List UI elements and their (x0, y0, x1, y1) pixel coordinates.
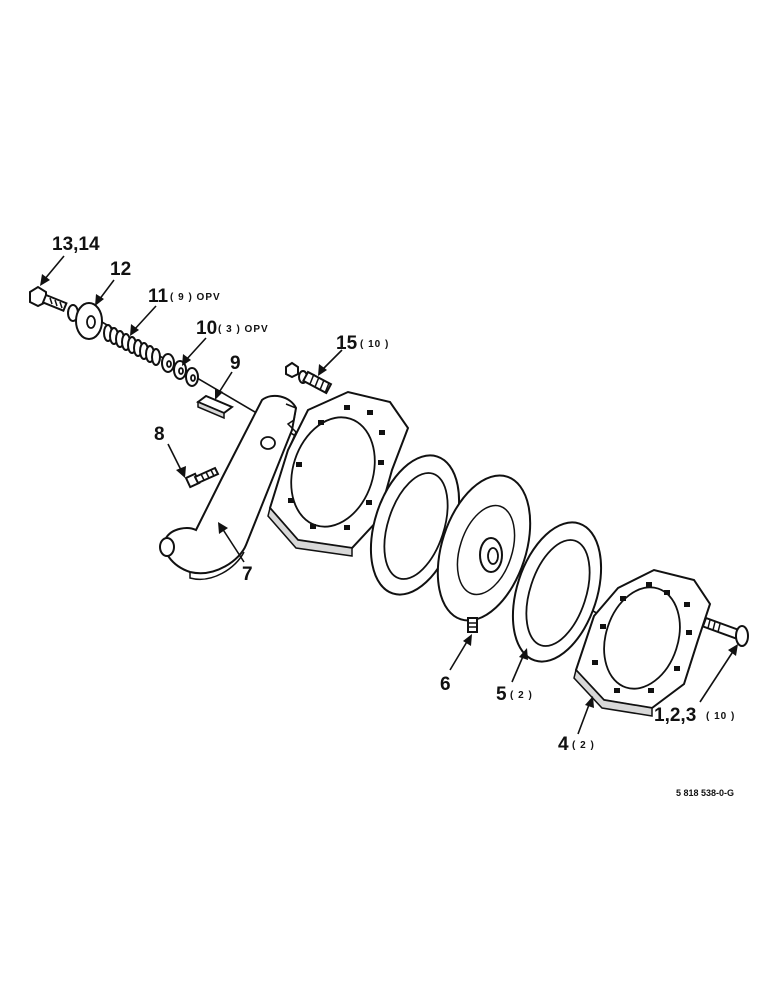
callout-4-qty: ( 2 ) (572, 740, 595, 751)
callout-4-number: 4 (558, 734, 569, 755)
leader-lines (40, 255, 738, 735)
callout-8-number: 8 (154, 424, 165, 445)
callout-15: 15 ( 10 ) (336, 333, 389, 354)
callout-12-number: 12 (110, 259, 131, 280)
part-12-washer (75, 302, 103, 340)
part-7-lever-arm (159, 394, 298, 580)
callout-13-14: 13,14 (52, 234, 100, 255)
callout-11-qty: ( 9 ) OPV (170, 292, 221, 303)
callout-8: 8 (154, 424, 165, 445)
callout-6: 6 (440, 674, 451, 695)
part-5-friction-ring-rear (369, 454, 461, 596)
callout-11-number: 11 (148, 286, 169, 307)
part-4-plate-rear (267, 390, 410, 557)
part-10-flat-washers (161, 353, 199, 387)
part-6-setscrew (467, 617, 478, 633)
part-9-key (196, 394, 234, 420)
callout-13-14-number: 13,14 (52, 234, 100, 255)
callout-12: 12 (110, 259, 131, 280)
callout-7: 7 (242, 564, 253, 585)
part-13-14-bolt (29, 285, 79, 322)
part-15-bolt (285, 361, 333, 395)
hub-disc (436, 474, 532, 622)
callout-5-qty: ( 2 ) (510, 690, 533, 701)
callout-5: 5 ( 2 ) (496, 684, 533, 705)
callout-10-qty: ( 3 ) OPV (218, 324, 269, 335)
part-11-spring-washers (103, 324, 161, 366)
callout-4: 4 ( 2 ) (558, 734, 595, 755)
callout-1-2-3-number: 1,2,3 (654, 705, 696, 726)
callout-9: 9 (230, 353, 241, 374)
part-5-friction-ring-front (511, 521, 603, 663)
callout-10-number: 10 (196, 318, 217, 339)
callout-11: 11 ( 9 ) OPV (148, 286, 221, 307)
callout-5-number: 5 (496, 684, 507, 705)
callout-6-number: 6 (440, 674, 451, 695)
callout-10: 10 ( 3 ) OPV (196, 318, 269, 339)
callout-9-number: 9 (230, 353, 241, 374)
part-4-plate-front (573, 568, 712, 717)
drawing-id: 5 818 538-0-G (676, 788, 734, 798)
callout-15-qty: ( 10 ) (360, 339, 389, 350)
part-8-setscrew (184, 466, 220, 489)
callout-7-number: 7 (242, 564, 253, 585)
callout-1-2-3-qty: ( 10 ) (706, 711, 735, 722)
callout-15-number: 15 (336, 333, 358, 354)
callout-1-2-3: 1,2,3 ( 10 ) (654, 705, 735, 726)
part-1-2-3-bolt (701, 616, 749, 647)
